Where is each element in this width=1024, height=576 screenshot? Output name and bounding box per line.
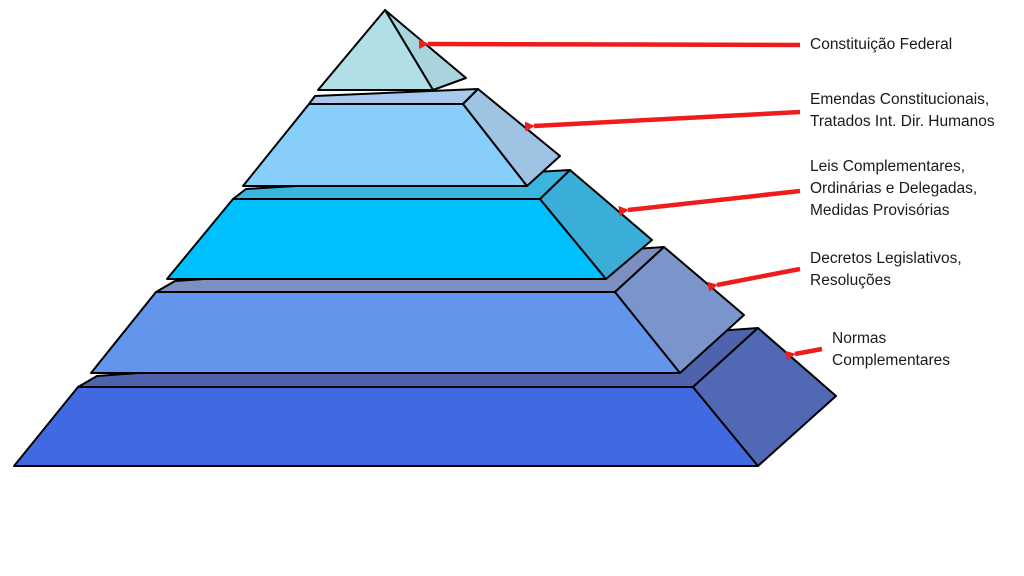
tier-4-side [614, 246, 745, 374]
label-4-line-2: Resoluções [810, 272, 891, 289]
label-5-line-1: Normas [832, 330, 887, 347]
arrow-5 [785, 346, 823, 361]
pyramid-tier-2 [242, 88, 561, 187]
label-2-line-1: Emendas Constitucionais, [810, 91, 990, 108]
label-4-line-1: Decretos Legislativos, [810, 250, 962, 267]
arrow-1 [418, 38, 801, 49]
arrow-4 [707, 266, 801, 292]
tier-5-side [692, 327, 837, 467]
label-5-line-2: Complementares [832, 352, 951, 369]
label-constituicao-federal: Constituição Federal [810, 34, 952, 56]
label-3-line-2: Ordinárias e Delegadas, [810, 180, 978, 197]
tier-1-front [317, 9, 434, 91]
tier-2-side [462, 88, 561, 187]
label-decretos-resolucoes: Decretos Legislativos, Resoluções [810, 248, 962, 292]
tier-5-front [13, 386, 759, 467]
arrow-2 [524, 109, 801, 132]
pyramid-tier-4 [90, 246, 745, 374]
label-leis-medidas: Leis Complementares, Ordinárias e Delega… [810, 156, 977, 222]
tier-3-front [166, 198, 607, 280]
pyramid-tier-1 [317, 9, 467, 91]
label-1-line-1: Constituição Federal [810, 36, 953, 53]
tier-2-top [308, 88, 479, 105]
tier-3-side [539, 169, 653, 280]
tier-4-front [90, 291, 681, 374]
label-3-line-1: Leis Complementares, [810, 158, 966, 175]
label-emendas-tratados: Emendas Constitucionais, Tratados Int. D… [810, 89, 995, 133]
label-3-line-3: Medidas Provisórias [810, 202, 950, 219]
label-normas-complementares: Normas Complementares [832, 328, 950, 372]
arrows [418, 38, 823, 361]
arrow-3 [618, 188, 801, 216]
label-2-line-2: Tratados Int. Dir. Humanos [810, 113, 995, 130]
